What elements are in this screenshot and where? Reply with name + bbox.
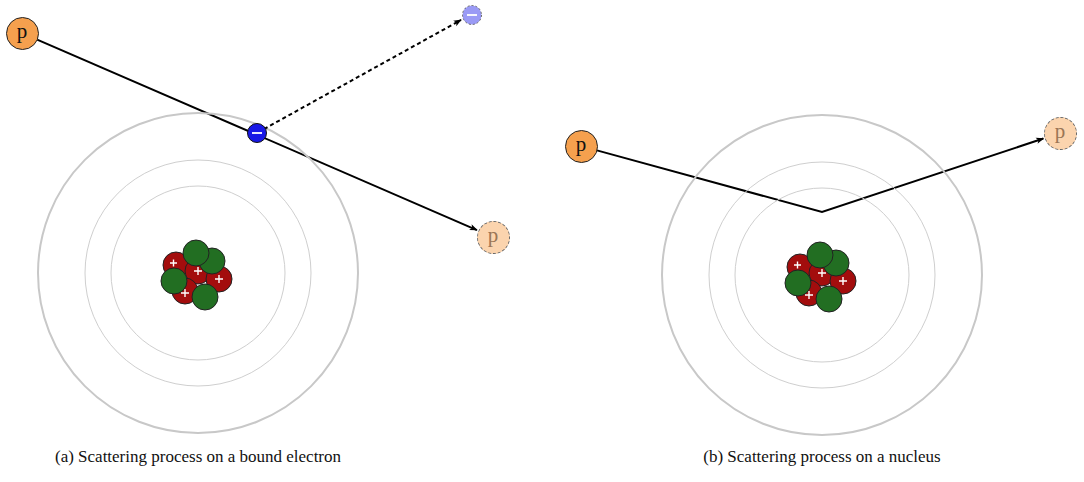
electron [248, 124, 267, 143]
particle-label: p [488, 225, 499, 246]
proton-trajectory [597, 139, 1043, 212]
nucleus [161, 240, 232, 310]
proton-trajectory [37, 40, 477, 230]
panel-caption: (b) Scattering process on a nucleus [703, 447, 940, 467]
proton: p [6, 17, 39, 50]
panel-caption: (a) Scattering process on a bound electr… [55, 447, 341, 467]
scattered-proton: p [1044, 117, 1077, 150]
electron-shells-b [662, 115, 982, 435]
nucleus [785, 242, 856, 312]
scattered-electron [463, 6, 482, 25]
electron-path [264, 20, 461, 129]
particle-label: p [1055, 121, 1066, 142]
particle-label: p [17, 21, 28, 42]
electron-shells-a [38, 113, 358, 433]
proton: p [565, 130, 598, 163]
scattered-proton: p [477, 221, 510, 254]
particle-label: p [576, 134, 587, 155]
